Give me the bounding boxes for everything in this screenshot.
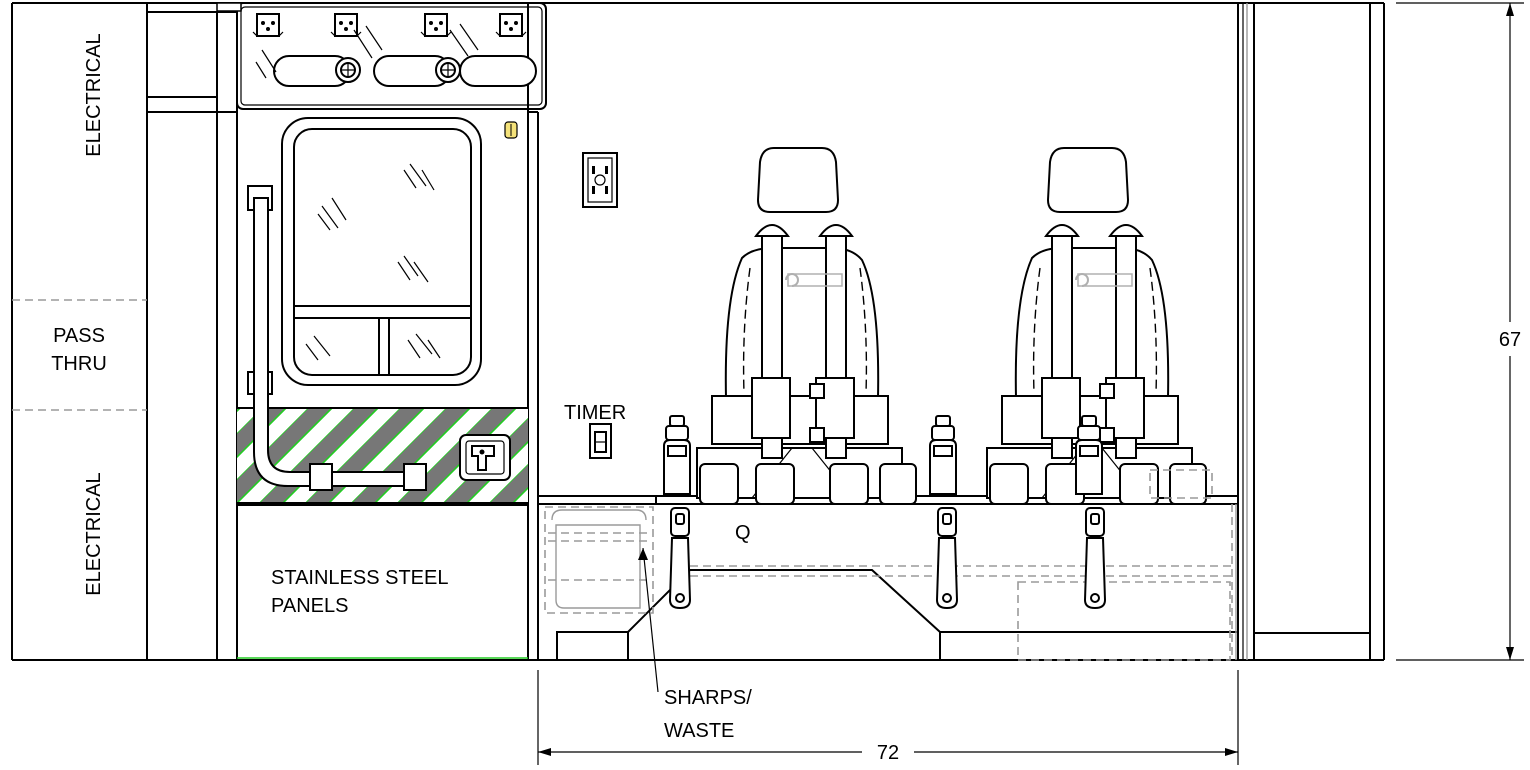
- body-outline: [11, 2, 1385, 661]
- hazard-stripe-dark: [398, 408, 516, 503]
- width-dimension: [537, 670, 1239, 765]
- knob-icon[interactable]: [435, 57, 461, 83]
- width-dimension-value: 72: [877, 742, 899, 764]
- height-dimension-value: 67: [1499, 329, 1521, 351]
- sharps-label-line2: WASTE: [664, 720, 734, 742]
- grab-handle[interactable]: [247, 185, 427, 491]
- latch-icon[interactable]: [330, 13, 362, 37]
- electrical-lower-label: ELECTRICAL: [83, 472, 105, 595]
- bench-cabinet: [537, 495, 1239, 661]
- stainless-steel-label-line1: STAINLESS STEEL: [271, 567, 448, 589]
- oxygen-bottle-icon: [1075, 415, 1103, 495]
- strap-icon: [936, 507, 958, 609]
- power-outlet-icon[interactable]: [582, 152, 618, 208]
- hazard-stripe-dark: [490, 465, 528, 503]
- timer-label: TIMER: [564, 402, 626, 424]
- door-window: [281, 117, 482, 386]
- pass-thru-label-line2: THRU: [51, 353, 107, 375]
- switch-icon[interactable]: [589, 423, 612, 459]
- knob-icon[interactable]: [335, 57, 361, 83]
- latch-icon[interactable]: [420, 13, 452, 37]
- hidden-bracket: [1149, 469, 1213, 499]
- latch-icon[interactable]: [495, 13, 527, 37]
- q-marker-label: Q: [735, 522, 751, 544]
- door-handle-icon[interactable]: [459, 434, 511, 481]
- sharps-leader-line: [642, 547, 659, 693]
- oxygen-bottle-icon: [663, 415, 691, 495]
- pass-thru-label-line1: PASS: [53, 325, 105, 347]
- door-marker-icon: [504, 121, 518, 139]
- hazard-stripe-band: [99, 407, 529, 504]
- sharps-waste-container: [544, 506, 654, 614]
- electrical-upper-label: ELECTRICAL: [83, 33, 105, 156]
- strap-icon: [669, 507, 691, 609]
- hazard-stripe: [511, 486, 528, 503]
- strap-icon: [1084, 507, 1106, 609]
- hazard-stripe-dark: [237, 408, 240, 411]
- hazard-stripe: [99, 408, 217, 503]
- sharps-leader-arrow: [638, 548, 648, 560]
- upper-cabinet: [216, 2, 547, 110]
- attendant-seat-icon: [696, 147, 917, 505]
- latch-icon[interactable]: [252, 13, 284, 37]
- height-dimension: [1396, 2, 1524, 661]
- sharps-label-line1: SHARPS/: [664, 687, 752, 709]
- oxygen-bottle-icon: [929, 415, 957, 495]
- stainless-steel-label-line2: PANELS: [271, 595, 348, 617]
